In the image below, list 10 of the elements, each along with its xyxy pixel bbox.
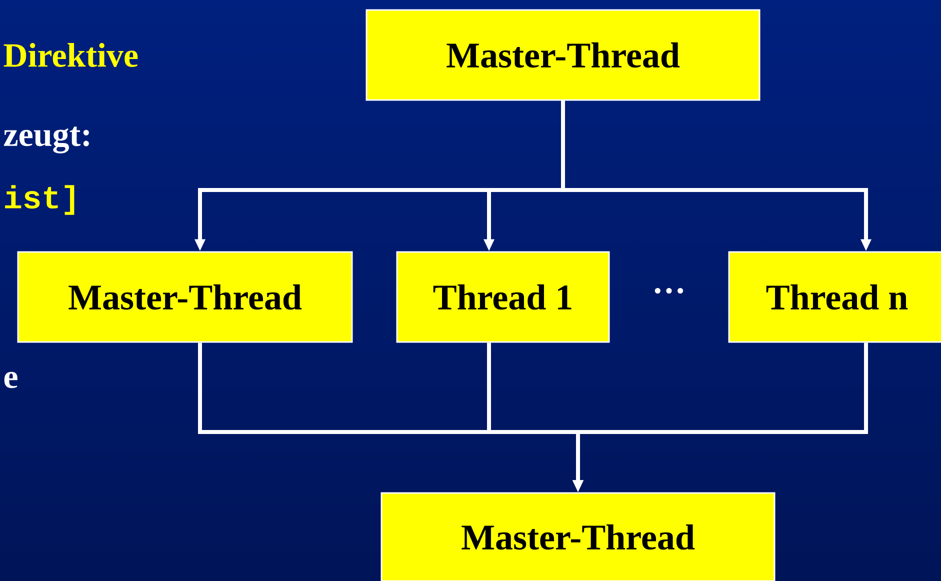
ellipsis-text: ··· [654,288,684,294]
slide-text: zeugt: [4,126,89,154]
thread-box: Thread 1 [396,251,610,343]
code-text: ist] [5,185,74,215]
thread-box: Master-Thread [17,251,353,343]
slide-text: e [4,372,18,388]
thread-box: Master-Thread [380,492,776,581]
thread-box: Master-Thread [366,9,760,101]
slide-text: Direktive [4,43,138,67]
thread-box: Thread n [728,251,941,343]
